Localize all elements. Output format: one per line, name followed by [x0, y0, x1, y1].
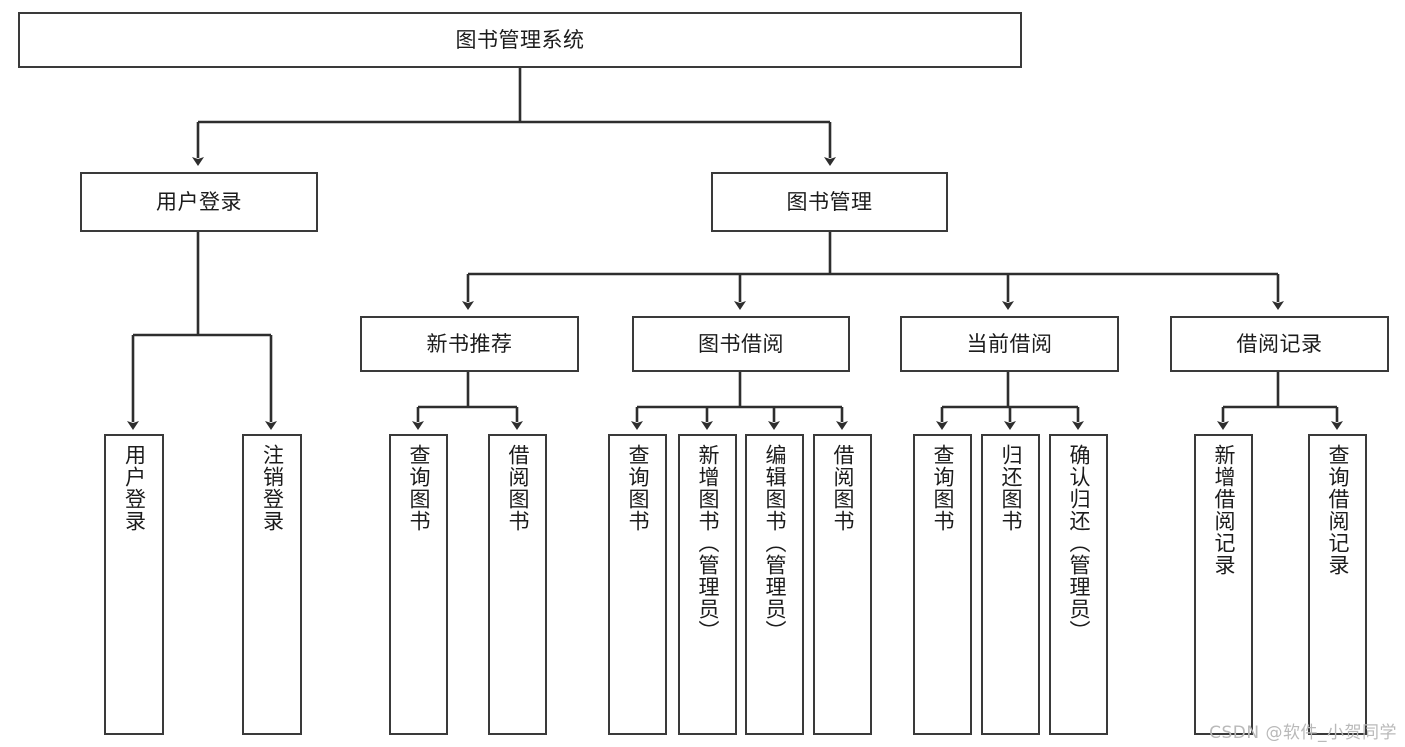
node-leaf-add-record[interactable]: 新增借阅记录 — [1194, 434, 1253, 735]
node-book-borrow[interactable]: 图书借阅 — [632, 316, 850, 372]
node-leaf-user-login-label: 用户登录 — [122, 444, 147, 532]
node-book-borrow-label: 图书借阅 — [698, 331, 784, 356]
node-current-borrow-label: 当前借阅 — [966, 331, 1053, 356]
node-leaf-query-book-3[interactable]: 查询图书 — [913, 434, 972, 735]
node-borrow-record[interactable]: 借阅记录 — [1170, 316, 1389, 372]
node-leaf-borrow-book-1[interactable]: 借阅图书 — [488, 434, 547, 735]
node-borrow-record-label: 借阅记录 — [1236, 331, 1323, 356]
node-leaf-logout-label: 注销登录 — [260, 444, 285, 532]
node-book-manage-label: 图书管理 — [786, 189, 873, 214]
watermark: CSDN @软件_小贺同学 — [1209, 723, 1397, 743]
node-leaf-return-book-label: 归还图书 — [998, 444, 1023, 532]
node-leaf-query-book-1-label: 查询图书 — [406, 444, 431, 532]
node-leaf-query-book-3-label: 查询图书 — [930, 444, 955, 532]
node-leaf-user-login[interactable]: 用户登录 — [104, 434, 164, 735]
node-leaf-query-record[interactable]: 查询借阅记录 — [1308, 434, 1367, 735]
node-leaf-add-record-label: 新增借阅记录 — [1211, 444, 1236, 576]
node-leaf-borrow-book-2[interactable]: 借阅图书 — [813, 434, 872, 735]
node-leaf-borrow-book-1-label: 借阅图书 — [505, 444, 530, 532]
node-current-borrow[interactable]: 当前借阅 — [900, 316, 1119, 372]
node-leaf-query-book-2-label: 查询图书 — [625, 444, 650, 532]
node-book-manage[interactable]: 图书管理 — [711, 172, 948, 232]
node-leaf-add-book-label: 新增图书（管理员） — [695, 444, 720, 642]
node-leaf-logout[interactable]: 注销登录 — [242, 434, 302, 735]
node-user-login-label: 用户登录 — [156, 189, 242, 214]
node-leaf-add-book[interactable]: 新增图书（管理员） — [678, 434, 737, 735]
node-leaf-edit-book[interactable]: 编辑图书（管理员） — [745, 434, 804, 735]
node-leaf-edit-book-label: 编辑图书（管理员） — [762, 444, 787, 642]
node-leaf-confirm-return-label: 确认归还（管理员） — [1066, 444, 1091, 642]
node-new-book-rec[interactable]: 新书推荐 — [360, 316, 579, 372]
node-leaf-query-book-1[interactable]: 查询图书 — [389, 434, 448, 735]
node-leaf-query-record-label: 查询借阅记录 — [1325, 444, 1350, 576]
node-root-label: 图书管理系统 — [455, 27, 585, 52]
node-root[interactable]: 图书管理系统 — [18, 12, 1022, 68]
node-leaf-return-book[interactable]: 归还图书 — [981, 434, 1040, 735]
node-leaf-borrow-book-2-label: 借阅图书 — [830, 444, 855, 532]
node-user-login[interactable]: 用户登录 — [80, 172, 318, 232]
node-leaf-confirm-return[interactable]: 确认归还（管理员） — [1049, 434, 1108, 735]
node-new-book-rec-label: 新书推荐 — [426, 331, 513, 356]
node-leaf-query-book-2[interactable]: 查询图书 — [608, 434, 667, 735]
